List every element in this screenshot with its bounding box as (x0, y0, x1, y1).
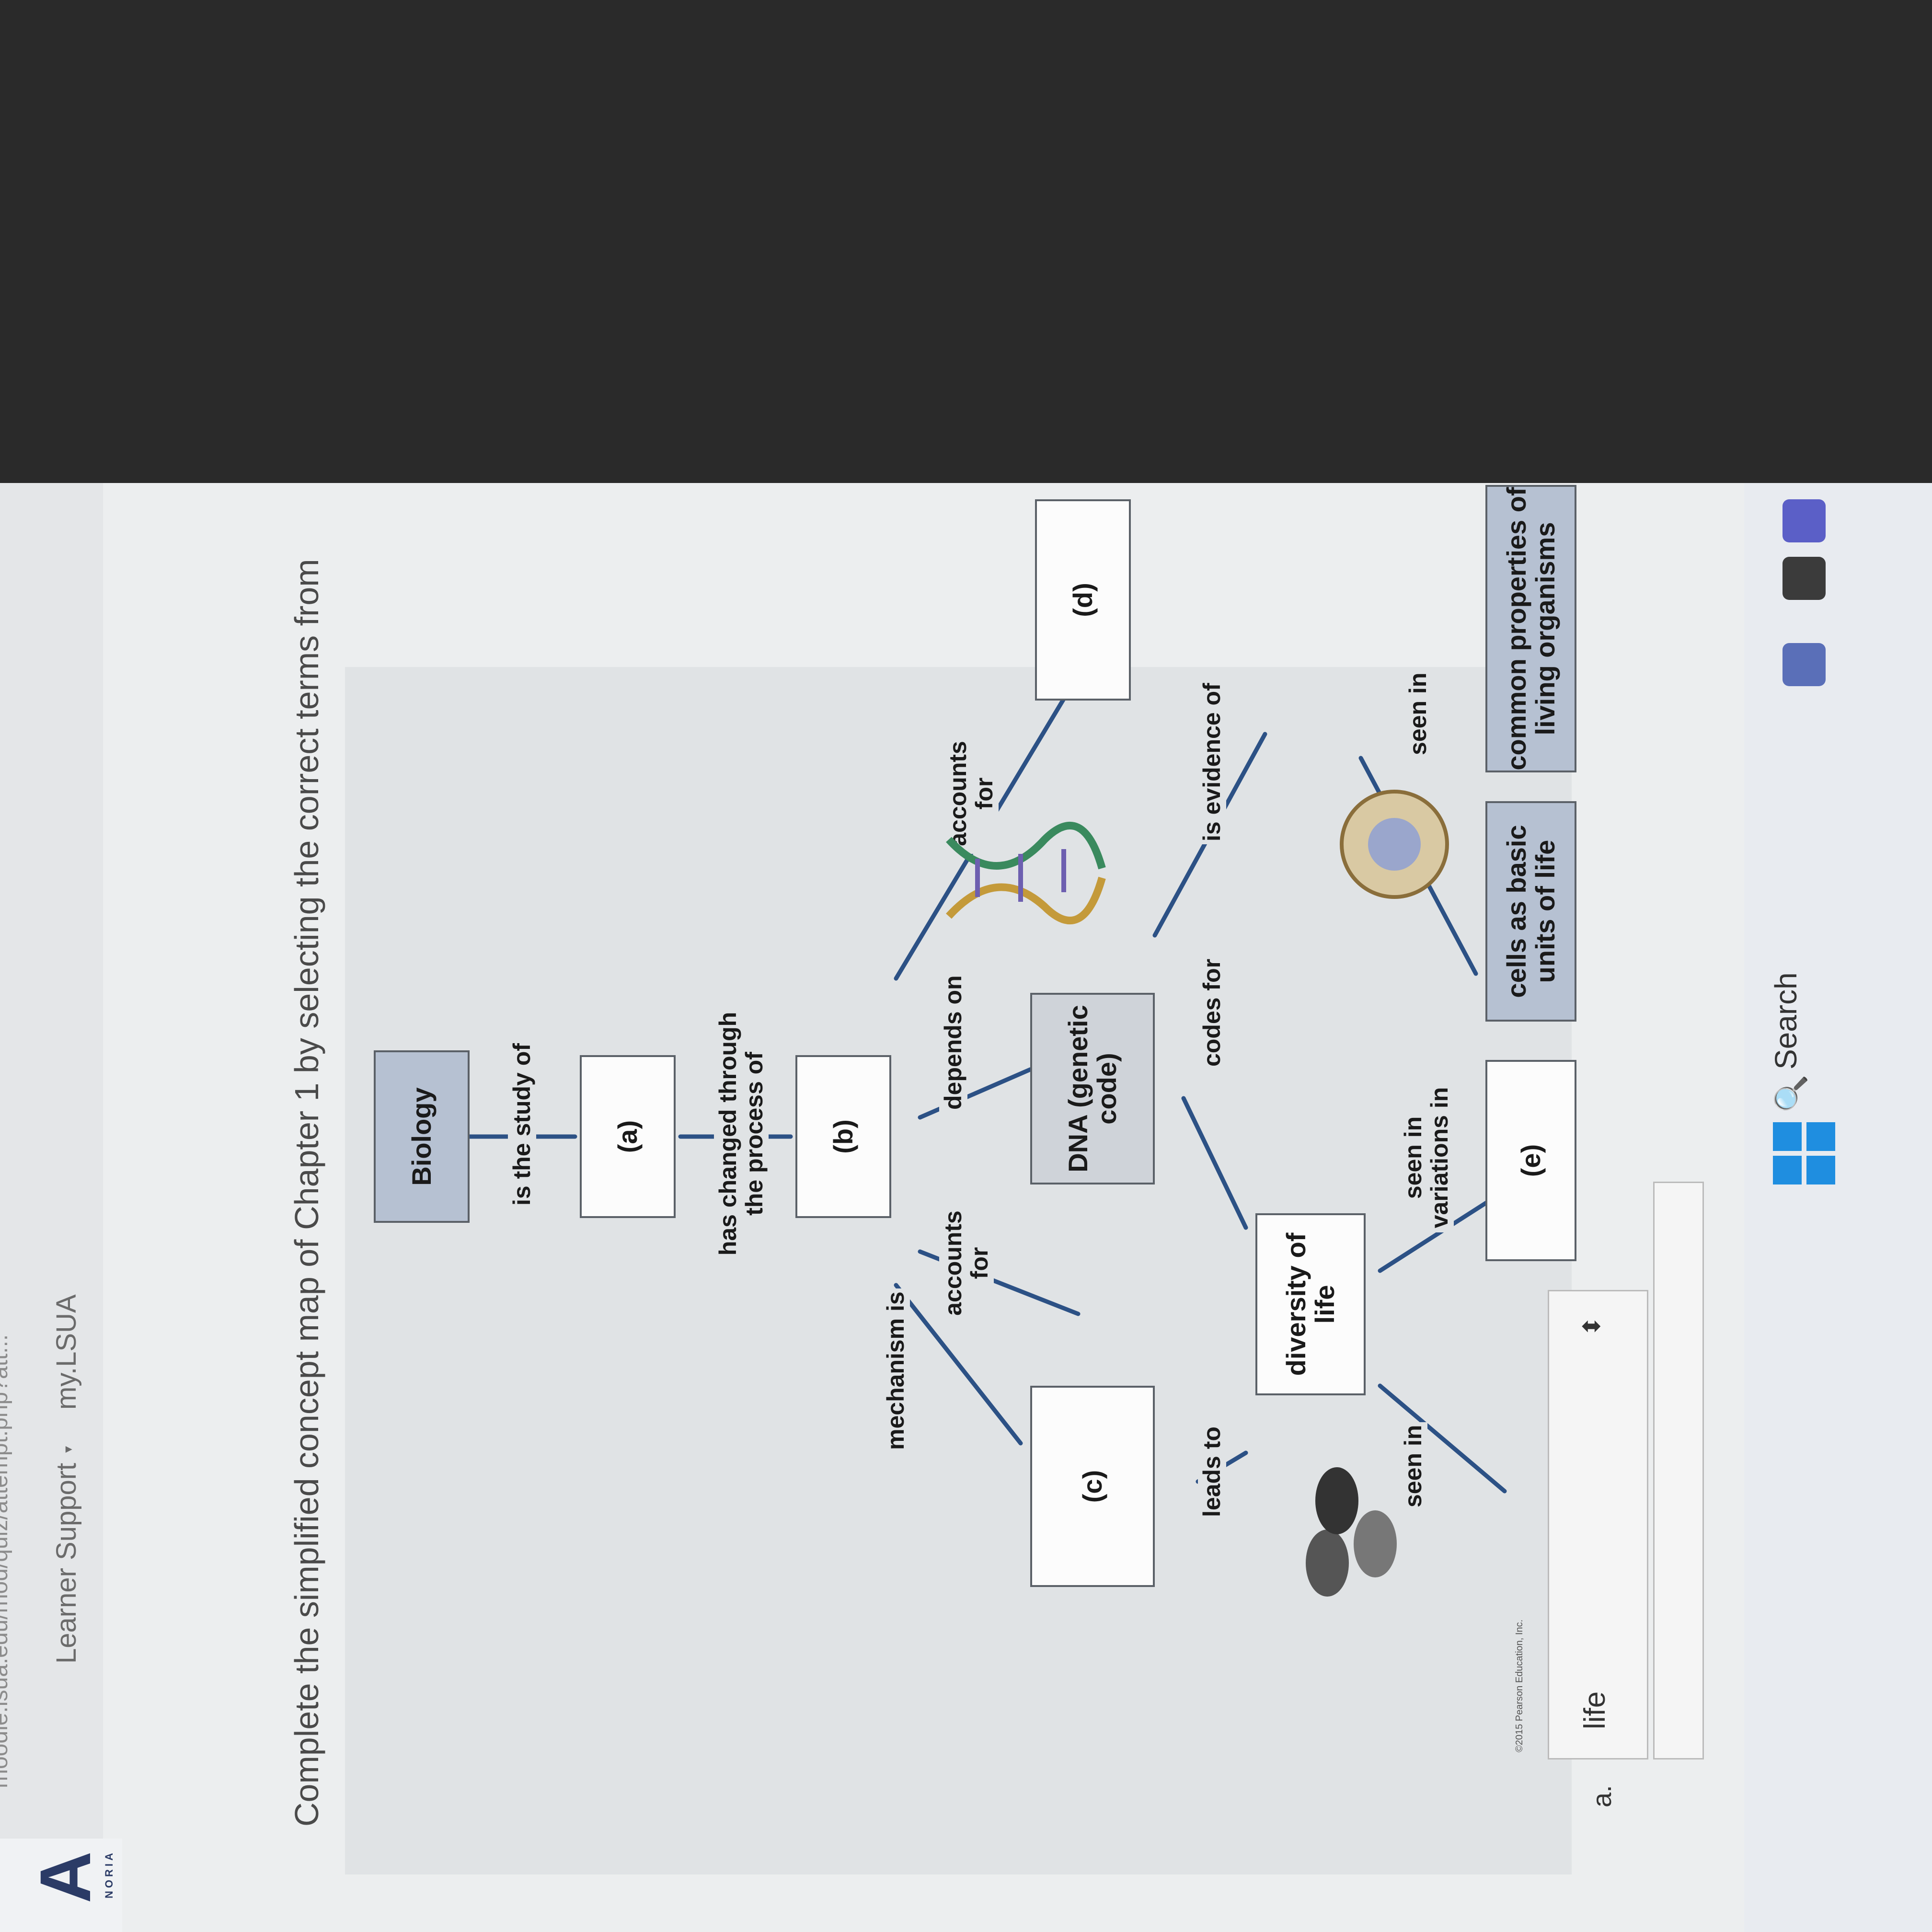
browser-screen: moodle.lsua.edu/mod/quiz/attempt.php?att… (0, 483, 1932, 1932)
concept-map-panel: Biology is the study of (a) has changed … (345, 485, 1576, 1874)
teams-icon[interactable] (1782, 499, 1826, 542)
dna-helix-image (946, 822, 1106, 924)
connector-b-c (894, 1283, 1023, 1446)
windows-taskbar (1744, 483, 1932, 1932)
answer-b-dropdown[interactable] (1653, 1182, 1704, 1760)
address-bar-url[interactable]: moodle.lsua.edu/mod/quiz/attempt.php?att… (0, 1334, 12, 1788)
logo-letter: A (25, 1851, 105, 1903)
node-d: (d) (1035, 499, 1131, 701)
taskbar-app-icon[interactable] (1782, 643, 1826, 686)
nav-learner-support[interactable]: Learner Support (51, 1462, 82, 1664)
site-logo[interactable]: A NORIA (0, 1839, 122, 1932)
logo-subtext: NORIA (103, 1850, 115, 1898)
windows-start-icon[interactable] (1773, 1122, 1835, 1184)
node-cells-basic-units: cells as basic units of life (1485, 801, 1576, 1022)
link-seen-in-variations: seen in variations in (1399, 1083, 1454, 1232)
link-is-study-of: is the study of (508, 1040, 536, 1208)
link-is-evidence-of: is evidence of (1198, 680, 1226, 844)
answer-a-dropdown[interactable]: life ⬍ (1548, 1290, 1648, 1760)
question-prompt: Complete the simplified concept map of C… (288, 559, 325, 1827)
node-common-properties: common properties of living organisms (1485, 485, 1576, 772)
answer-a-label: a. (1587, 1785, 1617, 1807)
link-codes-for: codes for (1198, 955, 1226, 1070)
answer-a-selected-value: life (1578, 1691, 1611, 1729)
link-mechanism-is: mechanism is (882, 1288, 910, 1453)
node-a: (a) (580, 1055, 676, 1218)
top-navigation-bar (0, 483, 103, 1932)
connector-diversity-cells (1378, 1192, 1502, 1273)
dropdown-arrows-icon: ⬍ (1578, 1316, 1605, 1336)
chevron-down-icon[interactable]: ▾ (60, 1446, 75, 1453)
copyright-notice: ©2015 Pearson Education, Inc. (1514, 1619, 1525, 1752)
cell-image (1340, 790, 1449, 899)
node-e: (e) (1485, 1060, 1576, 1261)
node-b: (b) (795, 1055, 891, 1218)
node-diversity-of-life: diversity of life (1255, 1213, 1366, 1395)
connector-dna-diversity (1181, 1096, 1248, 1230)
link-has-changed: has changed through the process of (714, 997, 769, 1271)
taskbar-search-label[interactable]: Search (1769, 972, 1803, 1070)
node-c: (c) (1030, 1386, 1155, 1587)
link-depends-on: depends on (939, 972, 967, 1113)
link-seen-in-2: seen in (1404, 669, 1432, 758)
link-leads-to: leads to (1198, 1424, 1226, 1520)
search-icon[interactable]: 🔍 (1773, 1074, 1808, 1113)
link-accounts-for-1: accounts for (939, 1203, 994, 1323)
connector-b-dna (918, 1067, 1033, 1120)
node-dna: DNA (genetic code) (1030, 993, 1155, 1184)
taskbar-app-icon[interactable] (1782, 557, 1826, 600)
nav-my-lsua[interactable]: my.LSUA (51, 1294, 82, 1410)
node-biology: Biology (374, 1050, 470, 1223)
beetle-image (1306, 1467, 1397, 1597)
